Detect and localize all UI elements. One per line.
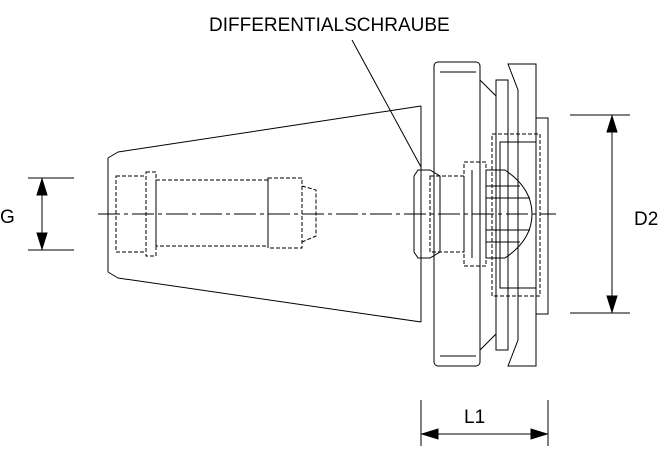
dimension-g [28,177,74,251]
callout-label: DIFFERENTIALSCHRAUBE [209,15,450,36]
dimension-d2 [570,114,630,314]
dimension-l1 [420,400,549,446]
dimension-d2-label: D2 [634,209,658,230]
dimension-l1-label: L1 [464,407,485,428]
callout-leader [351,39,422,168]
dimension-g-label: G [0,207,15,228]
